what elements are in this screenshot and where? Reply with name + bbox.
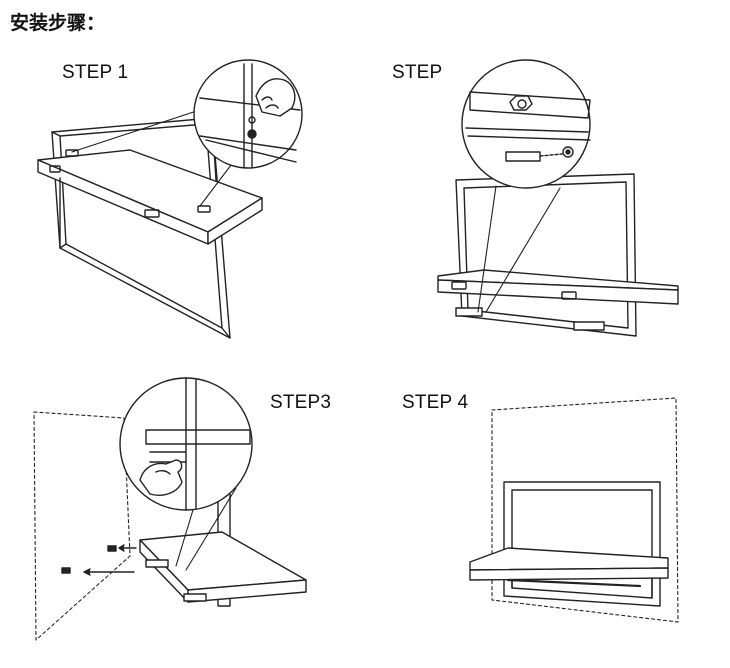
step-3-detail-circle: [119, 377, 253, 511]
step-3-label: STEP3: [270, 392, 332, 413]
step-3-wall: [33, 411, 131, 641]
step-2-illustration: [437, 59, 679, 337]
step-2-wall-plugs: [455, 307, 605, 331]
step-2-frame: [455, 173, 637, 337]
step-4-shelf: [469, 547, 669, 581]
step-4-frame: [503, 481, 661, 607]
step-1-illustration: [37, 59, 303, 339]
step-1-brackets: [49, 149, 211, 218]
step-4-illustration: [469, 397, 679, 623]
step-2-shelf: [437, 269, 679, 305]
step-2-detail-circle: [461, 59, 591, 189]
step-3-wall-plugs: [145, 559, 207, 602]
step-3-illustration: [33, 377, 307, 641]
step-1-label: STEP 1: [62, 62, 129, 83]
instructions-heading: 安装步骤：: [10, 12, 106, 34]
step-2-label: STEP: [392, 62, 443, 83]
step-3-screw-arrows: [61, 544, 137, 576]
step-4-label: STEP 4: [402, 392, 469, 413]
step-2-brackets: [451, 281, 577, 300]
step-4-wall: [491, 397, 679, 623]
step-1-detail-circle: [193, 59, 303, 169]
